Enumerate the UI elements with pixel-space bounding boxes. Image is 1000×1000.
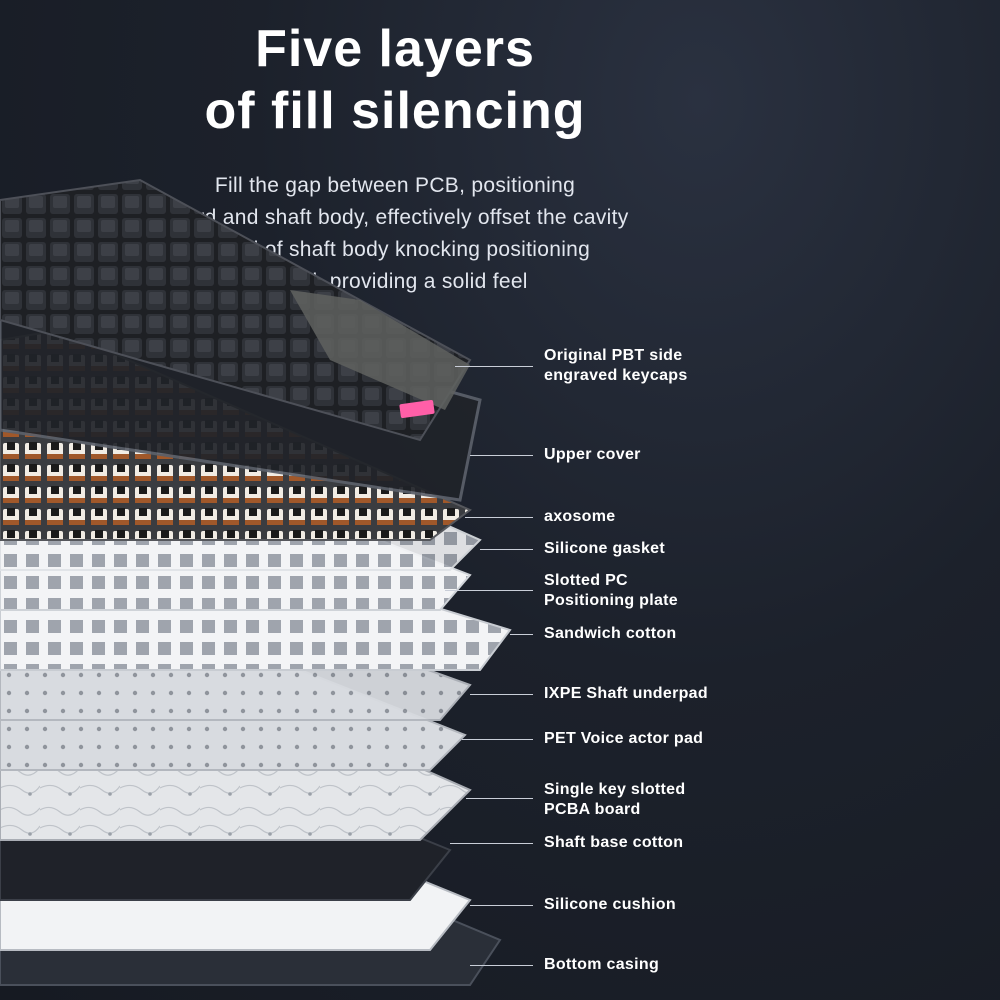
leader-line bbox=[450, 843, 533, 844]
label-upper-cover: Upper cover bbox=[544, 446, 641, 463]
leader-line bbox=[466, 798, 533, 799]
label-pet-voice-actor-pad: PET Voice actor pad bbox=[544, 730, 704, 747]
label-ixpe-shaft-underpad: IXPE Shaft underpad bbox=[544, 685, 708, 702]
label-shaft-base-cotton: Shaft base cotton bbox=[544, 834, 684, 851]
leader-line bbox=[510, 634, 533, 635]
leader-line bbox=[455, 366, 533, 367]
label-sandwich-cotton: Sandwich cotton bbox=[544, 625, 677, 642]
label-pcba-board: Single key slotted PCBA board bbox=[544, 781, 686, 818]
page-title: Five layers of fill silencing bbox=[204, 20, 586, 140]
leader-line bbox=[465, 517, 533, 518]
display-screen bbox=[399, 399, 435, 419]
leader-line bbox=[470, 905, 533, 906]
leader-line bbox=[470, 965, 533, 966]
label-pc-positioning-plate: Slotted PC Positioning plate bbox=[544, 572, 678, 609]
keycaps-grey-row bbox=[290, 290, 470, 410]
label-axosome: axosome bbox=[544, 508, 616, 525]
leader-line bbox=[462, 739, 533, 740]
label-silicone-cushion: Silicone cushion bbox=[544, 896, 676, 913]
leader-line bbox=[470, 694, 533, 695]
label-silicone-gasket: Silicone gasket bbox=[544, 540, 665, 557]
leader-line bbox=[470, 455, 533, 456]
leader-line bbox=[445, 590, 533, 591]
label-bottom-casing: Bottom casing bbox=[544, 956, 660, 973]
label-keycaps: Original PBT side engraved keycaps bbox=[544, 347, 688, 384]
leader-line bbox=[480, 549, 533, 550]
